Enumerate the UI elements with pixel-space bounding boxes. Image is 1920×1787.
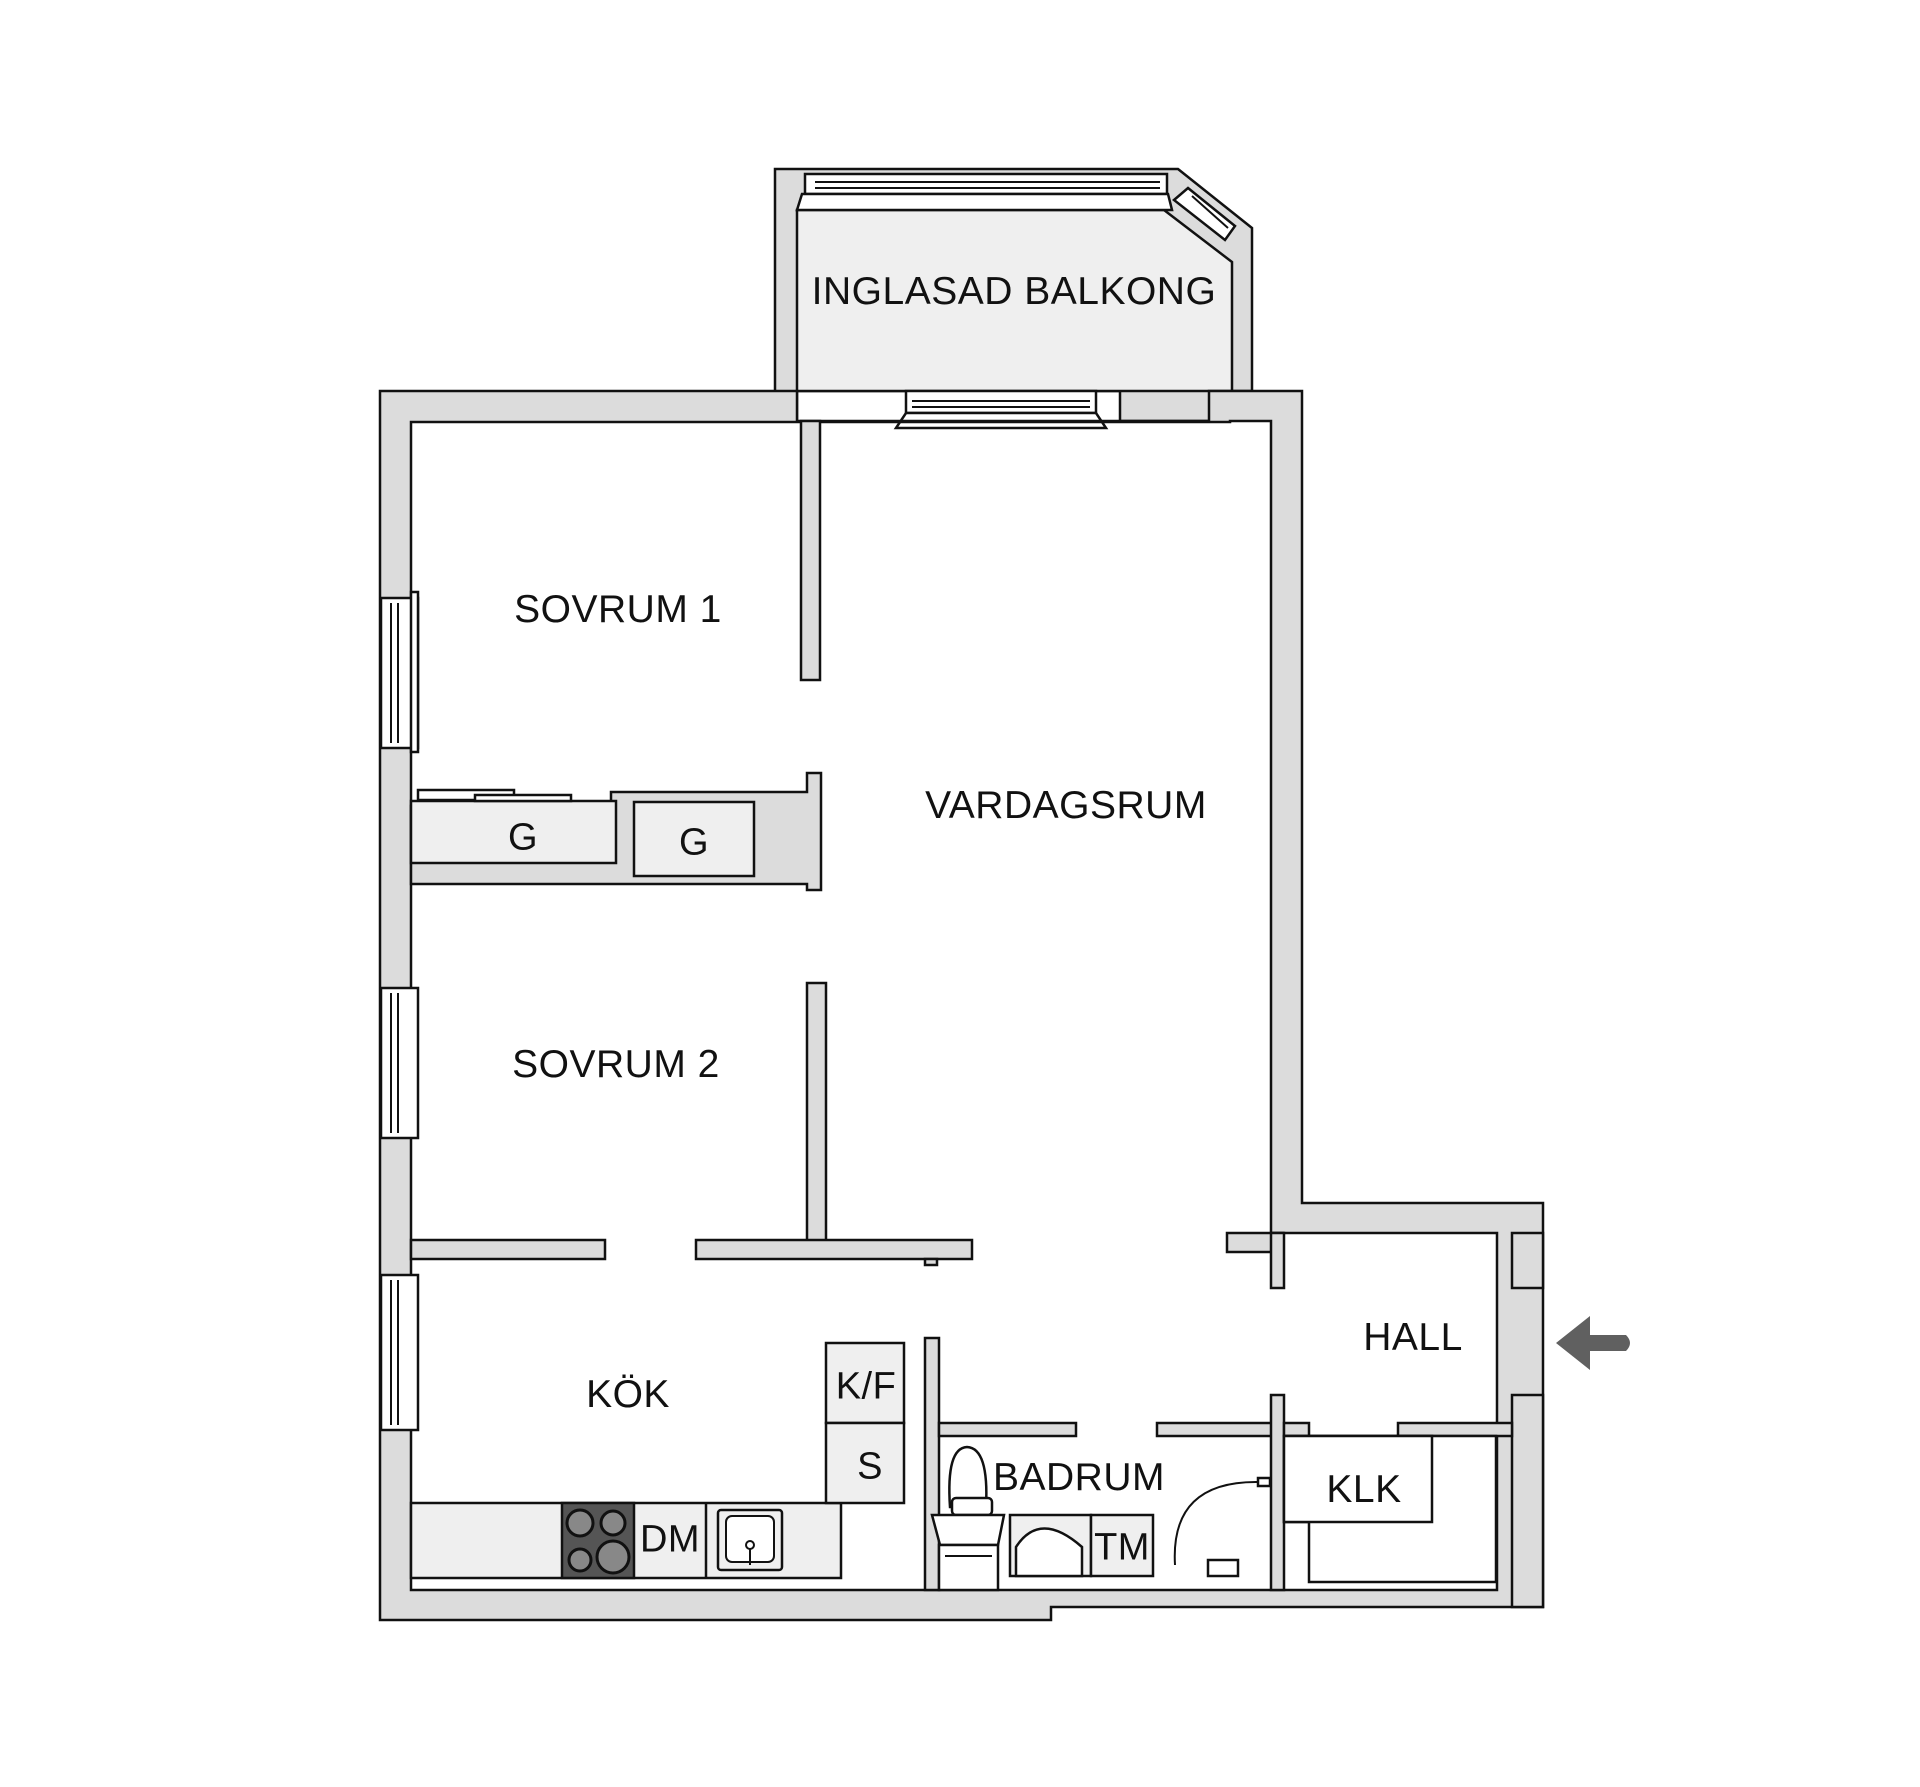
windows-left	[379, 590, 420, 1432]
fixture-label-kyl-frys: K/F	[835, 1365, 897, 1408]
balcony	[773, 167, 1254, 430]
bathroom-fixtures	[930, 1445, 1272, 1592]
room-label-kok: KÖK	[586, 1373, 670, 1416]
room-label-balkong: INGLASAD BALKONG	[811, 270, 1217, 313]
room-label-sovrum2: SOVRUM 2	[512, 1043, 720, 1086]
room-label-vardagsrum: VARDAGSRUM	[925, 784, 1207, 827]
room-label-hall: HALL	[1363, 1316, 1463, 1359]
fixture-label-tvattmaskin: TM	[1094, 1526, 1150, 1569]
fixture-label-garderob2: G	[678, 821, 710, 864]
fixture-label-diskmaskin: DM	[639, 1518, 701, 1561]
wardrobes	[409, 788, 756, 878]
room-label-klk: KLK	[1326, 1468, 1402, 1511]
room-label-badrum: BADRUM	[992, 1456, 1166, 1499]
fixture-label-garderob1: G	[507, 816, 539, 859]
room-label-sovrum1: SOVRUM 1	[514, 588, 722, 631]
kitchen-fixtures	[409, 1341, 906, 1580]
arrow-left-icon	[1556, 1316, 1630, 1370]
fixture-label-skap: S	[857, 1445, 883, 1488]
